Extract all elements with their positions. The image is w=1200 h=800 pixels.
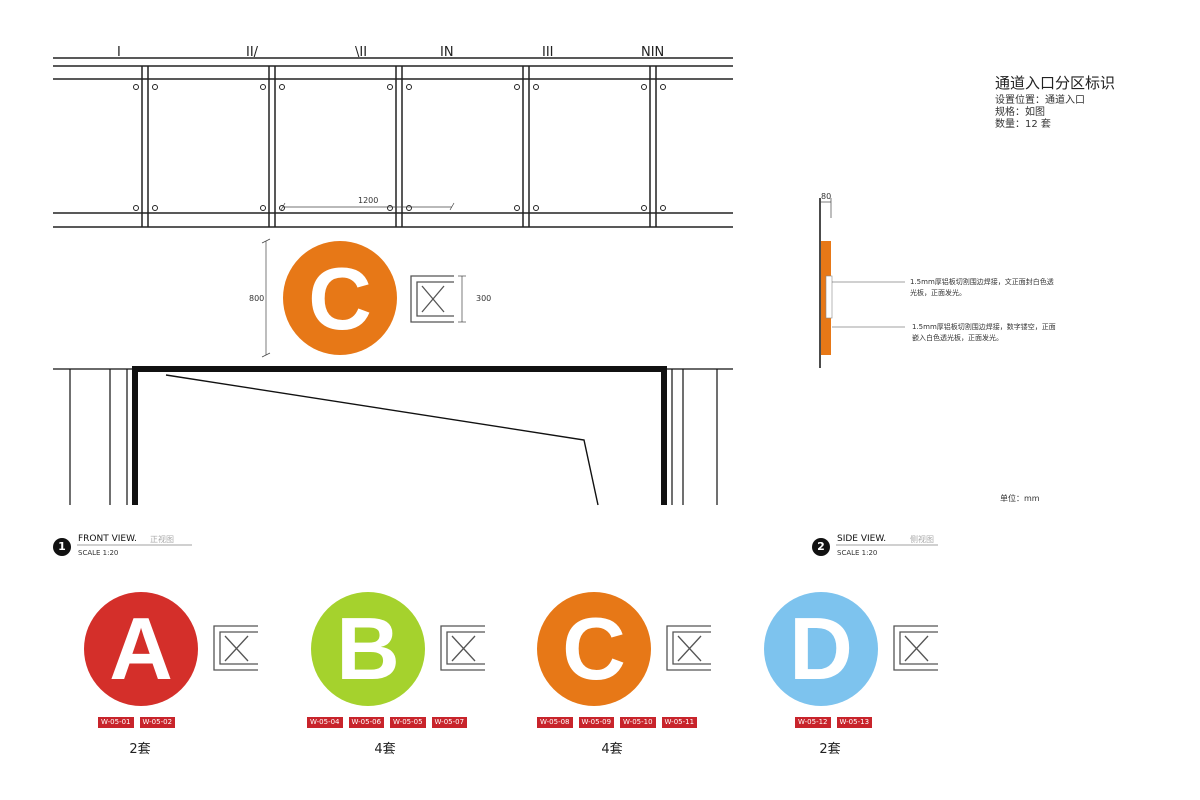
side-view-scale: SCALE 1:20 <box>837 549 878 557</box>
ceiling-mark-3: \II <box>355 45 367 60</box>
door-frame <box>53 366 733 506</box>
sign-quantity: 数量：12 套 <box>995 119 1051 130</box>
dimension-depth-label: 80 <box>821 192 831 201</box>
sign-spec: 规格：如图 <box>995 107 1045 118</box>
dimension-width <box>280 202 455 211</box>
dimension-height <box>261 238 271 358</box>
side-view-drawing <box>819 198 905 368</box>
ceiling-marks: I II/ \II IN III NIN <box>117 45 664 60</box>
sign-location: 设置位置：通道入口 <box>995 95 1085 106</box>
code-tag: W-05-06 <box>348 717 385 728</box>
side-view-label-cn: 侧视图 <box>910 535 934 544</box>
variant-b-circle: B <box>311 592 425 706</box>
front-sign-letter: C <box>308 249 372 348</box>
code-tag: W-05-12 <box>795 717 831 728</box>
code-tag: W-05-08 <box>537 717 573 728</box>
code-tag: W-05-05 <box>390 717 426 728</box>
no-exit-icon <box>410 275 454 323</box>
ceiling-mark-2: II/ <box>246 45 259 60</box>
dimension-height-label: 800 <box>249 294 264 303</box>
variant-d-codes: W-05-12 W-05-13 <box>795 717 873 728</box>
code-tag: W-05-01 <box>98 717 134 728</box>
dimension-icon <box>458 275 466 323</box>
front-sign-circle <box>283 241 397 355</box>
sign-title: 通道入口分区标识 <box>995 74 1116 92</box>
front-view-number: 1 <box>53 538 71 556</box>
code-tag: W-05-02 <box>139 717 176 728</box>
variant-a-codes: W-05-01 W-05-02 <box>98 717 176 728</box>
ceiling-bolts <box>133 84 666 211</box>
side-view-number: 2 <box>812 538 830 556</box>
variant-d-circle: D <box>764 592 878 706</box>
side-note-1: 1.5mm厚铝板切割围边焊接，文正面封白色透光板，正面发光。 <box>910 278 1054 297</box>
front-view-scale: SCALE 1:20 <box>78 549 119 557</box>
ceiling-mark-4: IN <box>440 45 454 60</box>
variant-a-qty: 2套 <box>129 742 151 757</box>
code-tag: W-05-13 <box>836 717 873 728</box>
front-view-label-cn: 正视图 <box>150 535 174 544</box>
code-tag: W-05-04 <box>307 717 343 728</box>
side-note-2: 1.5mm厚铝板切割围边焊接，数字镂空，正面嵌入白色透光板，正面发光。 <box>912 323 1056 342</box>
no-exit-icon <box>213 625 258 671</box>
ceiling-mark-6: NIN <box>641 45 664 60</box>
dimension-width-label: 1200 <box>358 196 378 205</box>
code-tag: W-05-07 <box>431 717 468 728</box>
ceiling-mark-5: III <box>542 45 554 60</box>
no-exit-icon <box>666 625 711 671</box>
code-tag: W-05-09 <box>578 717 615 728</box>
code-tag: W-05-10 <box>620 717 656 728</box>
variant-a-circle: A <box>84 592 198 706</box>
ceiling-grid <box>53 57 733 228</box>
variant-b-codes: W-05-04 W-05-06 W-05-05 W-05-07 <box>307 717 468 728</box>
variant-d-qty: 2套 <box>819 742 841 757</box>
variant-c-codes: W-05-08 W-05-09 W-05-10 W-05-11 <box>537 717 698 728</box>
variant-c-qty: 4套 <box>601 742 623 757</box>
dimension-icon-label: 300 <box>476 294 491 303</box>
ceiling-mark-1: I <box>117 45 121 60</box>
variant-b-qty: 4套 <box>374 742 396 757</box>
code-tag: W-05-11 <box>661 717 698 728</box>
no-exit-icon <box>893 625 938 671</box>
variant-c-circle: C <box>537 592 651 706</box>
unit-label: 单位：mm <box>1000 494 1040 503</box>
side-view-label: SIDE VIEW. <box>837 534 887 544</box>
front-view-label: FRONT VIEW. <box>78 534 137 544</box>
no-exit-icon <box>440 625 485 671</box>
